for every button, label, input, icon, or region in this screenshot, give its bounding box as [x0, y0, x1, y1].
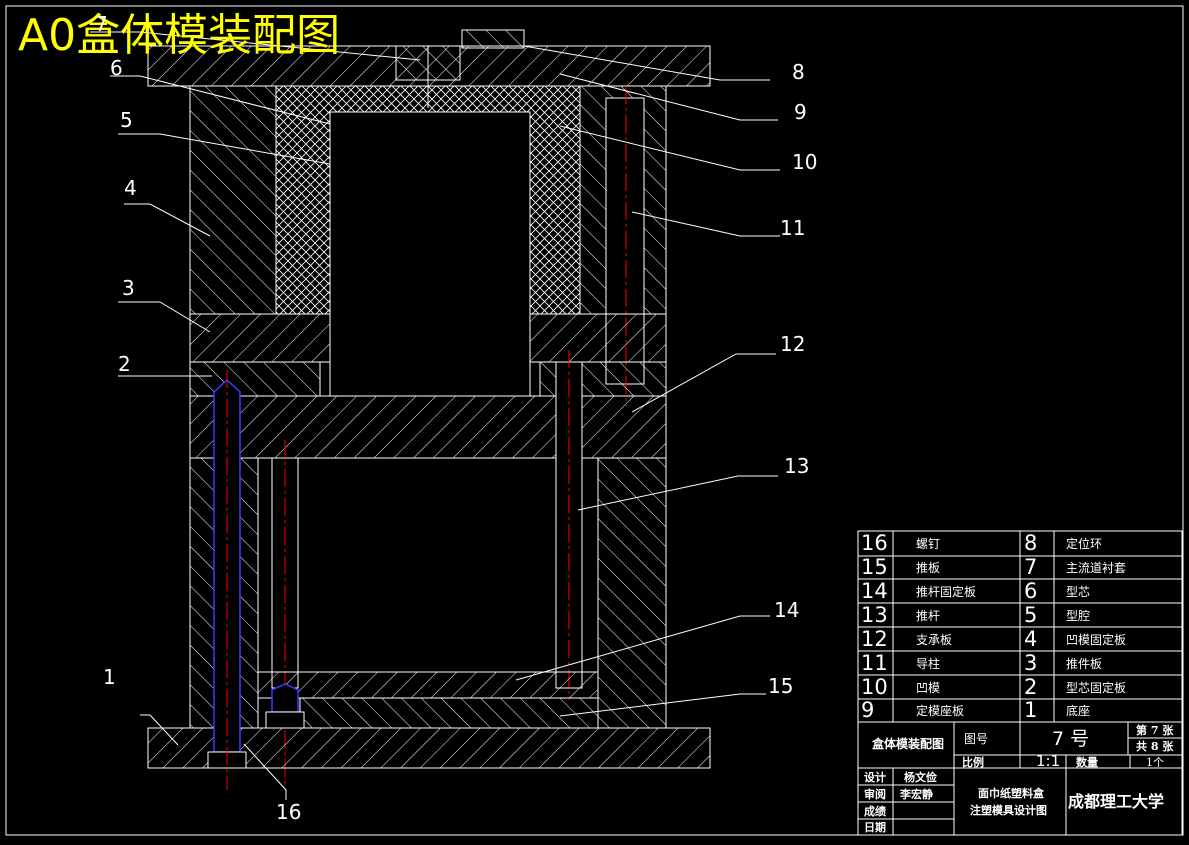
bom-name: 定模座板 [916, 704, 965, 718]
scale-value: 1:1 [1036, 752, 1061, 770]
ejector-retainer-plate [257, 671, 599, 699]
bom-num: 10 [861, 675, 888, 699]
callout-16: 16 [276, 800, 302, 824]
callout-6: 6 [110, 56, 123, 80]
callout-4: 4 [124, 176, 137, 200]
bom-name: 底座 [1066, 704, 1091, 718]
stripper-plate-right [529, 313, 667, 363]
callout-3: 3 [122, 276, 135, 300]
drawing-title: A0盒体模装配图 [18, 10, 341, 61]
bom-name: 型腔 [1066, 609, 1091, 623]
callout-8: 8 [792, 60, 805, 84]
bom-name: 推杆 [916, 609, 941, 623]
bom-num: 2 [1024, 675, 1038, 699]
sheet-no: 第 7 张 [1136, 724, 1174, 737]
bom-name: 推杆固定板 [916, 585, 977, 599]
bom-name: 主流道衬套 [1066, 561, 1127, 575]
drawing-no: 7 号 [1052, 728, 1090, 750]
project-line2: 注塑模具设计图 [970, 804, 1047, 817]
ejector-plate [299, 697, 599, 729]
review-label: 审阅 [864, 788, 886, 801]
callout-13: 13 [784, 454, 810, 478]
callout-1: 1 [103, 665, 116, 689]
sheet-total: 共 8 张 [1136, 740, 1174, 753]
qty-value: 1个 [1146, 756, 1164, 769]
bom-name: 支承板 [916, 633, 953, 647]
callout-2: 2 [118, 352, 131, 376]
qty-label: 数量 [1076, 756, 1098, 769]
callout-10: 10 [792, 150, 818, 174]
bom-name: 凹模 [916, 681, 941, 695]
bom-num: 4 [1024, 627, 1038, 651]
core-fixing-plate-left [189, 361, 321, 397]
callout-12: 12 [780, 332, 806, 356]
bom-num: 15 [861, 555, 888, 579]
bom-num: 16 [861, 531, 888, 555]
bom-num: 13 [861, 603, 888, 627]
bom-name: 型芯固定板 [1066, 681, 1127, 695]
bom-num: 5 [1024, 603, 1038, 627]
score-label: 成绩 [864, 805, 886, 818]
bom-name: 型芯 [1066, 585, 1091, 599]
date-label: 日期 [864, 821, 886, 834]
bom-num: 12 [861, 627, 888, 651]
scale-label: 比例 [962, 756, 984, 769]
reviewer: 李宏静 [900, 788, 933, 801]
drawing-no-label: 图号 [964, 732, 989, 746]
bom-num: 7 [1024, 555, 1038, 579]
designer: 杨文俭 [904, 771, 937, 784]
design-label: 设计 [864, 771, 886, 784]
stripper-plate-left [189, 313, 331, 363]
cavity-fixing-plate-left [189, 85, 277, 315]
school-name: 成都理工大学 [1068, 792, 1165, 811]
drawing-frame [5, 5, 1184, 836]
leader-lines [90, 31, 780, 800]
callout-14: 14 [774, 598, 800, 622]
core [329, 111, 531, 397]
bom-num: 1 [1024, 698, 1038, 722]
bom-name: 推板 [916, 561, 941, 575]
ejector-space [257, 457, 599, 673]
bom-name: 推件板 [1066, 657, 1103, 671]
callout-11: 11 [780, 216, 806, 240]
bom-num: 3 [1024, 651, 1038, 675]
bom-num: 11 [861, 651, 888, 675]
small-screw [271, 683, 299, 713]
bom-name: 凹模固定板 [1066, 633, 1127, 647]
callout-7: 7 [95, 12, 108, 36]
small-screw-head [265, 711, 305, 729]
support-plate [189, 395, 667, 459]
project-line1: 面巾纸塑料盒 [978, 787, 1044, 800]
bom-name: 定位环 [1066, 537, 1103, 551]
bom-num: 8 [1024, 531, 1038, 555]
locating-ring [461, 29, 525, 49]
bom-name: 螺钉 [916, 537, 941, 551]
drawing-name: 盒体模装配图 [872, 737, 945, 751]
title-block-grid [857, 530, 1183, 836]
bom-num: 9 [861, 698, 875, 722]
callout-15: 15 [768, 674, 794, 698]
bom-name: 导柱 [916, 657, 941, 671]
callout-9: 9 [794, 100, 807, 124]
bom-num: 6 [1024, 579, 1038, 603]
callout-5: 5 [120, 108, 133, 132]
bom-num: 14 [861, 579, 888, 603]
